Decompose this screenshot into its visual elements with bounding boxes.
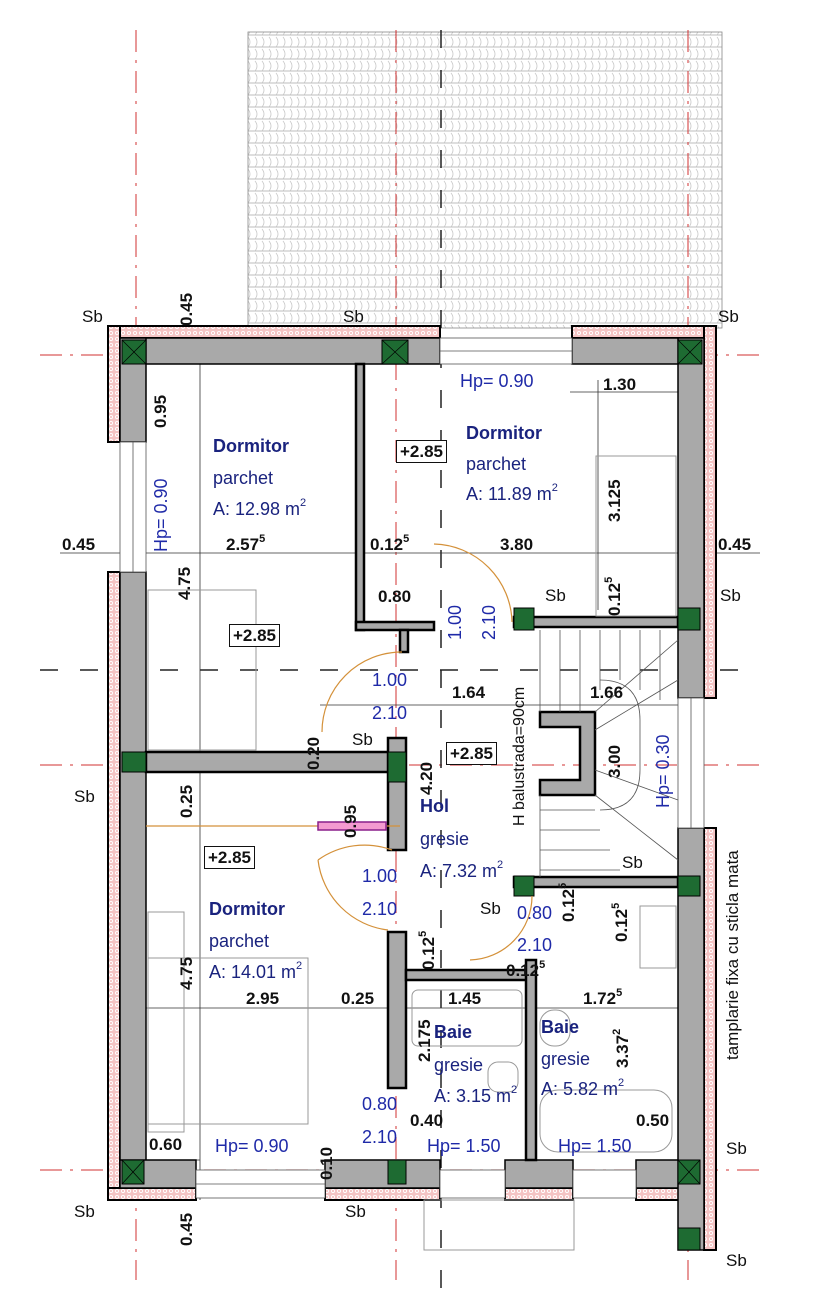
room-finish: parchet — [466, 454, 527, 474]
column-tag: Sb — [82, 307, 103, 326]
column-tag: Sb — [718, 307, 739, 326]
dimension: 1.64 — [452, 683, 486, 702]
dimension: 0.25 — [341, 989, 375, 1008]
door-height: 2.10 — [517, 935, 553, 955]
dimension: 0.45 — [718, 535, 752, 554]
room-area: A: 5.82 m2 — [541, 1077, 625, 1099]
column-tag: Sb — [352, 730, 373, 749]
dimension: 4.75 — [175, 566, 194, 600]
dimension: 0.95 — [341, 804, 360, 838]
room-area: A: 7.32 m2 — [420, 859, 504, 881]
window-sill-height: Hp= 0.90 — [460, 371, 534, 391]
dimension: 0.20 — [304, 736, 323, 770]
dimension: 0.10 — [317, 1146, 336, 1180]
column-tag: Sb — [726, 1139, 747, 1158]
level-marker: +2.85 — [204, 846, 256, 869]
dimension: 4.75 — [177, 956, 196, 990]
dimension: 0.40 — [410, 1111, 444, 1130]
dimension: 0.125 — [506, 959, 546, 980]
door-height: 2.10 — [479, 604, 499, 640]
level-marker: +2.85 — [229, 624, 281, 647]
column-tag: Sb — [74, 1202, 95, 1221]
dimension: 3.00 — [605, 744, 624, 778]
dimension: 0.125 — [557, 882, 578, 922]
dimension: 0.60 — [149, 1135, 183, 1154]
dimension: 0.80 — [378, 587, 412, 606]
glazing-note: tamplarie fixa cu sticla mata — [723, 850, 742, 1060]
room-name: Dormitor — [209, 899, 285, 919]
column-tag: Sb — [74, 787, 95, 806]
roof-tiles — [247, 31, 723, 329]
door-width: 0.80 — [517, 903, 553, 923]
door-height: 2.10 — [372, 703, 408, 723]
door-height: 2.10 — [362, 899, 398, 919]
room-name: Baie — [541, 1017, 580, 1037]
column-tag: Sb — [545, 586, 566, 605]
column-tag: Sb — [343, 307, 364, 326]
dimension: 0.25 — [177, 784, 196, 818]
room-finish: parchet — [209, 931, 270, 951]
balustrade-note: H balustrada=90cm — [511, 686, 528, 826]
room-finish: gresie — [434, 1055, 484, 1075]
room-finish: gresie — [420, 829, 470, 849]
room-area: A: 12.98 m2 — [213, 497, 307, 519]
room-finish: parchet — [213, 468, 274, 488]
room-name: Dormitor — [213, 436, 289, 456]
level-marker: +2.85 — [446, 742, 498, 765]
door-width: 1.00 — [372, 670, 408, 690]
room-area: A: 11.89 m2 — [466, 482, 558, 504]
window-sill-height: Hp= 0.90 — [215, 1136, 289, 1156]
window-sill-height: Hp= 1.50 — [558, 1136, 632, 1156]
dimension: 1.66 — [590, 683, 624, 702]
door-width: 1.00 — [445, 604, 465, 640]
dimension: 3.125 — [605, 479, 624, 522]
room-area: A: 14.01 m2 — [209, 960, 303, 982]
dimension: 0.45 — [177, 1212, 196, 1246]
door-width: 0.80 — [362, 1094, 398, 1114]
dimension: 2.175 — [415, 1019, 434, 1062]
room-name: Dormitor — [466, 423, 542, 443]
dimension: 0.45 — [62, 535, 96, 554]
dimension: 1.725 — [583, 987, 623, 1008]
dimension: 0.125 — [370, 533, 410, 554]
window-sill-height: Hp= 1.50 — [427, 1136, 501, 1156]
window-sill-height: Hp= 0.30 — [653, 734, 673, 808]
column-tag: Sb — [345, 1202, 366, 1221]
dimension: 0.125 — [417, 930, 438, 970]
door-height: 2.10 — [362, 1127, 398, 1147]
room-finish: gresie — [541, 1049, 591, 1069]
furniture — [147, 455, 677, 1251]
dimension: 2.95 — [246, 989, 280, 1008]
column-tag: Sb — [480, 899, 501, 918]
dimension: 0.50 — [636, 1111, 670, 1130]
dimension: 4.20 — [417, 761, 436, 795]
dimension: 0.45 — [177, 292, 196, 326]
room-name: Baie — [434, 1022, 473, 1042]
stairs — [539, 630, 679, 877]
window-sill-height: Hp= 0.90 — [151, 478, 171, 552]
dimension: 2.575 — [226, 533, 266, 554]
dimension: 1.45 — [448, 989, 482, 1008]
column-tag: Sb — [720, 586, 741, 605]
dimension: 1.30 — [603, 375, 637, 394]
room-area: A: 3.15 m2 — [434, 1084, 518, 1106]
dimension: 0.95 — [151, 394, 170, 428]
dimension: 3.80 — [500, 535, 534, 554]
dimension: 3.372 — [611, 1028, 632, 1068]
dimension: 0.125 — [610, 902, 631, 942]
room-name: Hol — [420, 796, 449, 816]
column-tag: Sb — [726, 1251, 747, 1270]
dimension: 0.125 — [603, 576, 624, 616]
column-tag: Sb — [622, 853, 643, 872]
door-width: 1.00 — [362, 866, 398, 886]
level-marker: +2.85 — [396, 440, 448, 463]
